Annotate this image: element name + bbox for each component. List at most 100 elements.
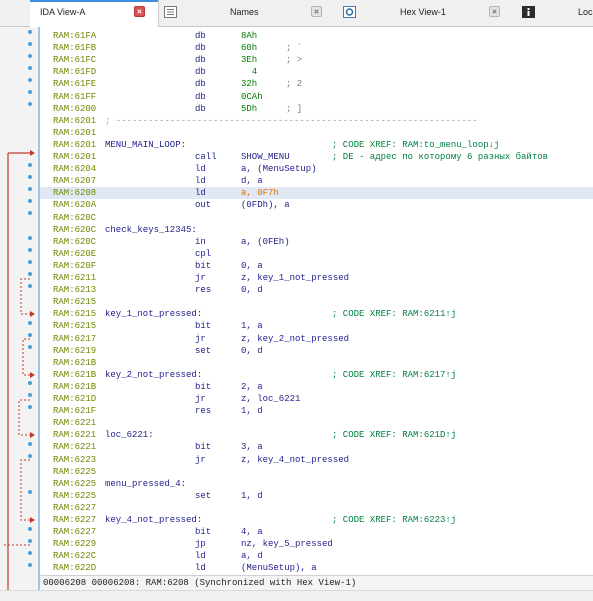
- mnemonic[interactable]: ld: [195, 551, 206, 562]
- breakpoint-dot[interactable]: [28, 321, 32, 325]
- operands[interactable]: z, key_1_not_pressed: [241, 273, 350, 283]
- mnemonic[interactable]: db: [195, 79, 206, 90]
- close-icon[interactable]: [489, 6, 500, 17]
- mnemonic[interactable]: cpl: [195, 248, 212, 259]
- breakpoint-dot[interactable]: [28, 381, 32, 385]
- breakpoint-dot[interactable]: [28, 405, 32, 409]
- address[interactable]: RAM:620C: [53, 212, 97, 223]
- operands[interactable]: nz, key_5_pressed: [241, 539, 333, 550]
- operands[interactable]: z, key_4_not_pressed: [241, 454, 350, 465]
- mnemonic[interactable]: db: [195, 55, 206, 66]
- code-line[interactable]: RAM:6215: [40, 296, 593, 308]
- operands[interactable]: 1, d: [241, 406, 263, 417]
- horizontal-scrollbar[interactable]: [0, 590, 593, 601]
- operands[interactable]: 3, a: [241, 442, 263, 453]
- mnemonic[interactable]: ld: [195, 188, 206, 199]
- address[interactable]: RAM:6225: [53, 490, 97, 501]
- address[interactable]: RAM:6200: [53, 103, 97, 114]
- code-line[interactable]: RAM:6227: [40, 502, 593, 514]
- address[interactable]: RAM:61FA: [53, 31, 97, 41]
- address[interactable]: RAM:6227: [53, 515, 97, 525]
- breakpoint-dot[interactable]: [28, 539, 32, 543]
- mnemonic[interactable]: jp: [195, 539, 206, 550]
- operands[interactable]: 2, a: [241, 381, 263, 392]
- breakpoint-dot[interactable]: [28, 248, 32, 252]
- breakpoint-dot[interactable]: [28, 236, 32, 240]
- tab-ida-view-a[interactable]: IDA View-A: [30, 0, 159, 27]
- address[interactable]: RAM:622C: [53, 551, 97, 562]
- mnemonic[interactable]: out: [195, 200, 212, 211]
- address[interactable]: RAM:621D: [53, 394, 97, 404]
- address[interactable]: RAM:620C: [53, 236, 97, 247]
- address[interactable]: RAM:6201: [53, 152, 97, 162]
- mnemonic[interactable]: call: [195, 152, 217, 162]
- operands[interactable]: 1, d: [241, 490, 263, 501]
- code-line[interactable]: RAM:6221: [40, 417, 593, 429]
- mnemonic[interactable]: ld: [195, 563, 206, 574]
- address[interactable]: RAM:6215: [53, 309, 97, 320]
- code-label[interactable]: key_2_not_pressed:: [105, 369, 203, 380]
- breakpoint-dot[interactable]: [28, 54, 32, 58]
- operands[interactable]: 0CAh: [241, 91, 263, 102]
- mnemonic[interactable]: db: [195, 103, 206, 114]
- breakpoint-dot[interactable]: [28, 333, 32, 337]
- address[interactable]: RAM:6229: [53, 539, 97, 550]
- code-line[interactable]: RAM:620C: [40, 212, 593, 224]
- breakpoint-dot[interactable]: [28, 30, 32, 34]
- tab-local-types[interactable]: Loca: [520, 0, 593, 26]
- inline-comment[interactable]: ; 2: [286, 79, 303, 90]
- tab-names[interactable]: Names: [160, 0, 330, 26]
- breakpoint-dot[interactable]: [28, 175, 32, 179]
- breakpoint-dot[interactable]: [28, 90, 32, 94]
- operands[interactable]: z, key_2_not_pressed: [241, 333, 350, 344]
- operands[interactable]: 5Dh: [241, 103, 258, 114]
- address[interactable]: RAM:61FF: [53, 91, 97, 102]
- operands[interactable]: 4, a: [241, 527, 263, 538]
- breakpoint-dot[interactable]: [28, 42, 32, 46]
- breakpoint-dot[interactable]: [28, 66, 32, 70]
- address[interactable]: RAM:622D: [53, 563, 97, 574]
- xref-comment[interactable]: ; DE - адрес по которому 6 разных байтов: [332, 152, 549, 162]
- operands[interactable]: d, a: [241, 176, 263, 187]
- xref-comment[interactable]: ; CODE XREF: RAM:to_menu_loop↓j: [332, 139, 500, 150]
- xref-comment[interactable]: ; CODE XREF: RAM:6223↑j: [332, 515, 457, 525]
- breakpoint-dot[interactable]: [28, 187, 32, 191]
- mnemonic[interactable]: in: [195, 236, 206, 247]
- mnemonic[interactable]: bit: [195, 260, 212, 271]
- address[interactable]: RAM:6221: [53, 430, 97, 441]
- inline-comment[interactable]: ; `: [286, 43, 303, 54]
- breakpoint-dot[interactable]: [28, 551, 32, 555]
- mnemonic[interactable]: bit: [195, 527, 212, 538]
- address[interactable]: RAM:61FB: [53, 43, 97, 54]
- tab-hex-view-1[interactable]: Hex View-1: [340, 0, 510, 26]
- mnemonic[interactable]: db: [195, 67, 206, 78]
- code-label[interactable]: menu_pressed_4:: [105, 478, 187, 489]
- mnemonic[interactable]: jr: [195, 454, 206, 465]
- breakpoint-dot[interactable]: [28, 490, 32, 494]
- operands[interactable]: 0, d: [241, 345, 263, 356]
- breakpoint-dot[interactable]: [28, 272, 32, 276]
- breakpoint-dot[interactable]: [28, 393, 32, 397]
- inline-comment[interactable]: ; >: [286, 55, 303, 66]
- address[interactable]: RAM:6225: [53, 478, 97, 489]
- xref-comment[interactable]: ; CODE XREF: RAM:6217↑j: [332, 369, 457, 380]
- address[interactable]: RAM:6201: [53, 115, 97, 126]
